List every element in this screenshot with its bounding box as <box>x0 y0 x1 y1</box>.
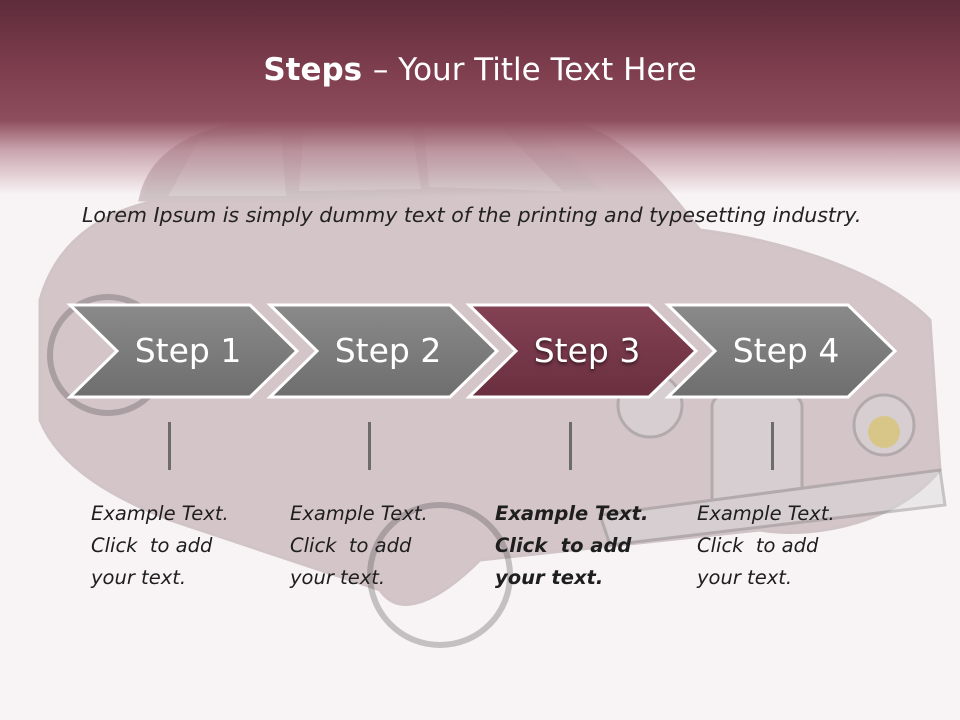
step-1-chevron[interactable] <box>66 303 300 399</box>
step-2-chevron[interactable] <box>266 303 500 399</box>
step-2-label[interactable]: Step 2 <box>334 331 442 370</box>
step-1-note[interactable]: Example Text. Click to add your text. <box>91 502 229 589</box>
step-4-note[interactable]: Example Text. Click to add your text. <box>697 502 835 589</box>
step-3-label[interactable]: Step 3 <box>533 331 641 370</box>
slide-title[interactable]: Steps – Your Title Text Here <box>0 52 960 88</box>
step-2-note[interactable]: Example Text. Click to add your text. <box>290 502 428 589</box>
step-3-connector <box>569 422 572 470</box>
intro-text[interactable]: Lorem Ipsum is simply dummy text of the … <box>82 203 862 227</box>
step-3-note[interactable]: Example Text. Click to add your text. <box>495 502 649 589</box>
step-4-connector <box>771 422 774 470</box>
step-3-chevron[interactable] <box>465 303 699 399</box>
step-4-chevron[interactable] <box>664 303 898 399</box>
step-4-label[interactable]: Step 4 <box>732 331 840 370</box>
title-bold-part: Steps <box>263 52 373 88</box>
header-band <box>0 0 960 200</box>
title-rest-part: – Your Title Text Here <box>372 52 697 88</box>
step-2-connector <box>368 422 371 470</box>
step-1-label[interactable]: Step 1 <box>134 331 242 370</box>
step-1-connector <box>168 422 171 470</box>
